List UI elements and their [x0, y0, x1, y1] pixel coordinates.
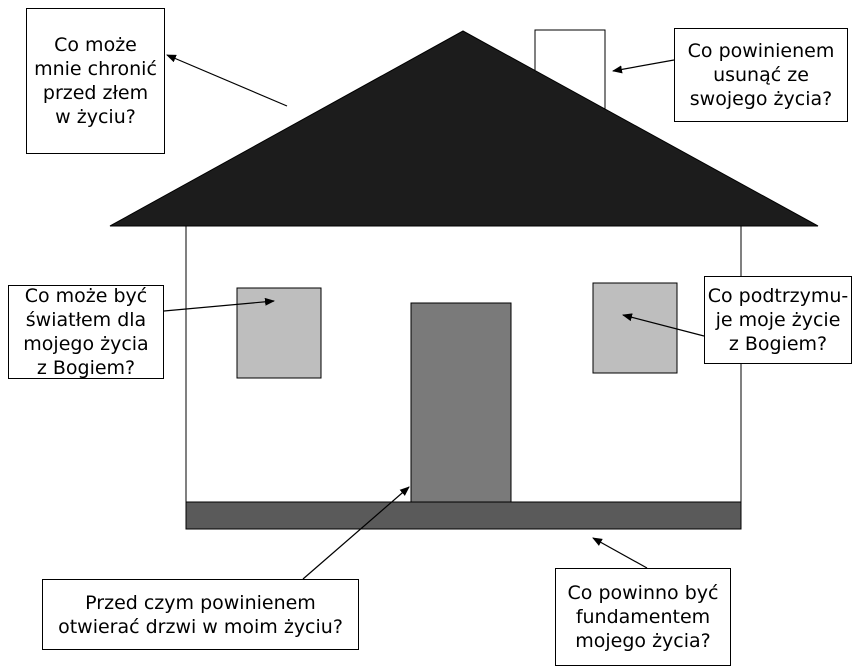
callout-chimney-text: Co powinienem usunąć ze swojego życia?: [687, 40, 835, 110]
callout-foundation: Co powinno być fundamentem mojego życia?: [555, 568, 731, 666]
callout-chimney: Co powinienem usunąć ze swojego życia?: [674, 28, 848, 122]
arrow-roof: [166, 54, 288, 107]
callout-door-text: Przed czym powinienem otwierać drzwi w m…: [58, 591, 343, 638]
callout-foundation-text: Co powinno być fundamentem mojego życia?: [567, 582, 719, 652]
callout-door: Przed czym powinienem otwierać drzwi w m…: [42, 579, 359, 650]
foundation: [185, 501, 742, 530]
callout-roof-text: Co może mnie chronić przed złem w życiu?: [34, 34, 157, 128]
callout-left-window: Co może być światłem dla mojego życia z …: [8, 285, 164, 379]
callout-left-window-text: Co może być światłem dla mojego życia z …: [23, 285, 149, 379]
arrow-right-window: [622, 313, 705, 337]
arrow-foundation: [592, 537, 648, 569]
door: [410, 302, 512, 503]
arrow-chimney: [612, 59, 675, 74]
left-window: [236, 287, 322, 379]
callout-right-window: Co podtrzymu- je moje życie z Bogiem?: [704, 276, 852, 364]
callout-right-window-text: Co podtrzymu- je moje życie z Bogiem?: [707, 285, 849, 355]
arrow-door: [302, 486, 410, 580]
right-window: [592, 282, 678, 374]
arrow-left-window: [163, 297, 275, 312]
callout-roof: Co może mnie chronić przed złem w życiu?: [26, 8, 165, 154]
